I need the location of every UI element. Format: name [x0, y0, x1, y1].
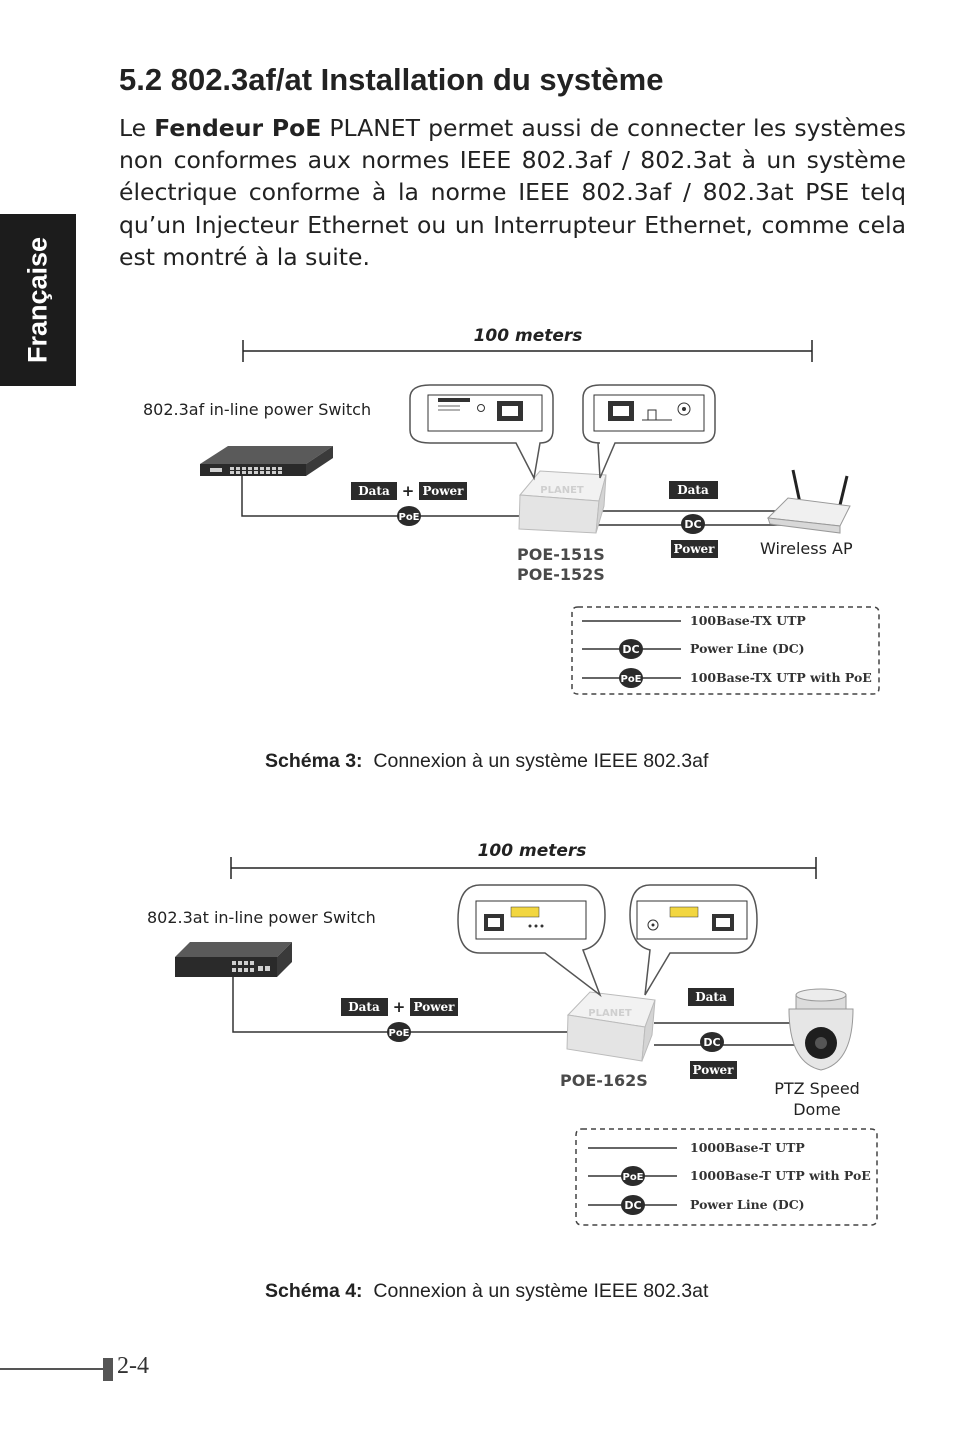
diagram-802-3at: 100 meters 802.3at in-line power Switch …: [147, 841, 878, 1226]
figure-caption-3: Schéma 3: Connexion à un système IEEE 80…: [265, 750, 708, 773]
splitter-input-port-callout: [409, 384, 554, 481]
caption-3-text: Connexion à un système IEEE 802.3af: [373, 750, 709, 772]
plus-sign: +: [393, 998, 406, 1016]
intro-before: Le: [119, 114, 155, 142]
figure-caption-4: Schéma 4: Connexion à un système IEEE 80…: [265, 1280, 708, 1303]
diagram-802-3af: 100 meters 802.3af in-line power Switch …: [143, 326, 880, 695]
data-tag-output: Data: [695, 990, 727, 1004]
poe-splitter-device-icon: PLANET: [566, 991, 656, 1062]
distance-label: 100 meters: [478, 841, 587, 861]
device-label: Wireless AP: [760, 539, 853, 558]
power-tag-output: Power: [674, 542, 716, 556]
splitter-model-line1: POE-151S: [517, 545, 605, 564]
legend-item-2: Power Line (DC): [690, 641, 805, 656]
footer-marker: [103, 1358, 113, 1381]
legend-poe-badge: PoE: [622, 1172, 643, 1183]
data-tag-output: Data: [677, 483, 709, 497]
ptz-speed-dome-icon: [788, 988, 854, 1071]
wireless-ap-icon: [766, 469, 851, 534]
legend-dc-badge: DC: [622, 643, 639, 656]
legend-item-3: Power Line (DC): [690, 1197, 805, 1212]
data-tag: Data: [358, 484, 390, 498]
caption-3-number: Schéma 3:: [265, 750, 363, 772]
af-switch-device-icon: [200, 446, 333, 476]
section-heading: 5.2 802.3af/at Installation du système: [119, 62, 664, 97]
legend-item-1: 100Base-TX UTP: [690, 613, 806, 628]
power-tag: Power: [423, 484, 465, 498]
page-number: 2-4: [117, 1353, 149, 1379]
poe-badge: PoE: [398, 512, 419, 523]
plus-sign: +: [402, 482, 415, 500]
switch-label: 802.3at in-line power Switch: [147, 908, 376, 927]
splitter-model-line2: POE-152S: [517, 565, 605, 584]
poe-splitter-device-icon: PLANET: [518, 470, 607, 534]
intro-after: PLANET permet aussi de connecter les sys…: [119, 114, 907, 271]
power-tag-output: Power: [693, 1063, 735, 1077]
splitter-output-port-callout: [582, 384, 716, 479]
intro-bold-term: Fendeur PoE: [154, 114, 322, 142]
data-tag: Data: [348, 1000, 380, 1014]
at-switch-device-icon: [175, 942, 292, 977]
device-label-line2: Dome: [793, 1100, 841, 1119]
splitter-model-line1: POE-162S: [560, 1071, 648, 1090]
intro-paragraph: Le Fendeur PoE PLANET permet aussi de co…: [119, 112, 906, 273]
caption-4-text: Connexion à un système IEEE 802.3at: [373, 1280, 709, 1302]
dc-badge: DC: [684, 518, 701, 531]
distance-label: 100 meters: [474, 326, 583, 346]
legend-box: 100Base-TX UTP DC Power Line (DC) PoE 10…: [571, 606, 880, 695]
svg-text:PLANET: PLANET: [540, 485, 584, 496]
legend-dc-badge: DC: [624, 1199, 641, 1212]
poe-badge: PoE: [388, 1028, 409, 1039]
footer-rule: [0, 1368, 103, 1370]
legend-box: 1000Base-T UTP PoE 1000Base-T UTP with P…: [575, 1128, 878, 1226]
language-side-tab: Française: [0, 214, 76, 386]
device-label-line1: PTZ Speed: [774, 1079, 860, 1098]
splitter-output-port-callout: [629, 884, 758, 996]
legend-poe-badge: PoE: [620, 674, 641, 685]
legend-item-1: 1000Base-T UTP: [690, 1140, 805, 1155]
svg-text:PLANET: PLANET: [588, 1008, 632, 1019]
splitter-input-port-callout: [457, 884, 606, 998]
switch-label: 802.3af in-line power Switch: [143, 400, 371, 419]
caption-4-number: Schéma 4:: [265, 1280, 363, 1302]
legend-item-3: 100Base-TX UTP with PoE: [690, 670, 872, 685]
power-tag: Power: [414, 1000, 456, 1014]
dc-badge: DC: [703, 1036, 720, 1049]
legend-item-2: 1000Base-T UTP with PoE: [690, 1168, 871, 1183]
